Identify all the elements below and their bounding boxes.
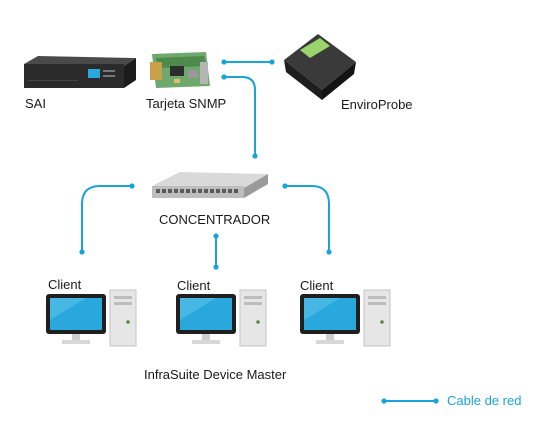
network-cables: [81, 61, 436, 402]
sai-label: SAI: [25, 96, 46, 111]
client-label-center: Client: [177, 278, 211, 293]
cable-snmp-hub: [224, 76, 256, 156]
client-label-left: Client: [48, 277, 82, 292]
client-pc-icon-left: [46, 289, 137, 347]
hub-switch-icon: [152, 172, 268, 198]
ups-device-icon: [24, 56, 136, 88]
legend-cable-label: Cable de red: [447, 393, 522, 408]
snmp-card-label: Tarjeta SNMP: [146, 96, 227, 111]
client-label-right: Client: [300, 278, 334, 293]
enviroprobe-label: EnviroProbe: [341, 97, 413, 112]
enviroprobe-icon: [284, 34, 356, 100]
hub-label: CONCENTRADOR: [159, 212, 271, 227]
software-label: InfraSuite Device Master: [144, 367, 287, 382]
client-pc-icon-center: [176, 289, 267, 347]
cable-hub-client-right: [285, 185, 330, 252]
client-pc-icon-right: [300, 289, 391, 347]
cable-hub-client-left: [81, 185, 132, 252]
snmp-card-icon: [150, 52, 210, 88]
cable-endpoints: [79, 59, 439, 404]
